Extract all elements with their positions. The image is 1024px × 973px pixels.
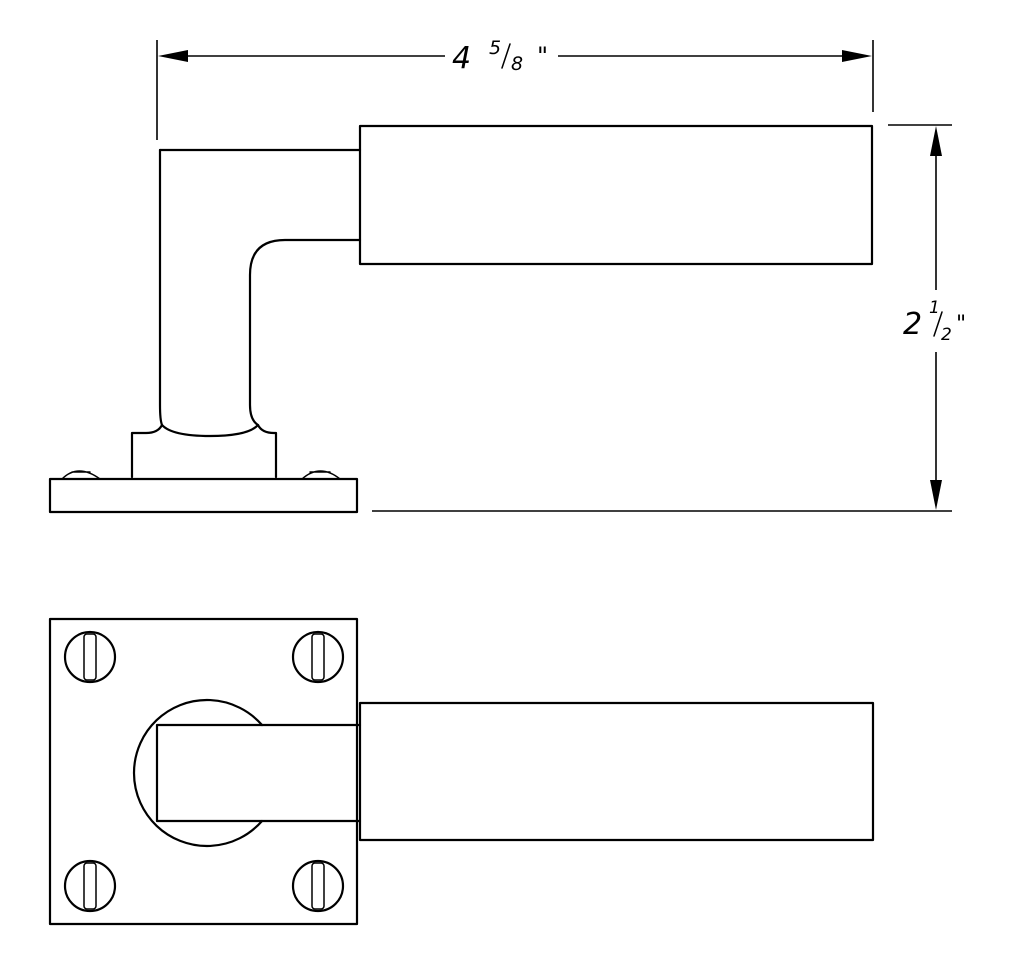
width-arrow-left bbox=[158, 50, 188, 62]
plan-view bbox=[48, 617, 875, 926]
height-arrow-bottom bbox=[930, 480, 942, 510]
side-elevation-view bbox=[48, 124, 874, 514]
screw-bottom-left bbox=[63, 859, 117, 913]
height-label-whole: 2 bbox=[903, 307, 922, 342]
plan-neck bbox=[155, 723, 362, 823]
side-collar bbox=[130, 423, 278, 479]
screw-top-right bbox=[291, 630, 345, 684]
side-screw-right bbox=[301, 470, 341, 480]
side-base-plate bbox=[48, 477, 359, 514]
height-label-inch: " bbox=[956, 312, 966, 337]
screw-bottom-right bbox=[291, 859, 345, 913]
side-stem-inner bbox=[248, 238, 362, 427]
width-label-denominator: 8 bbox=[511, 53, 523, 75]
plan-round-collar bbox=[132, 698, 264, 848]
screw-top-left bbox=[63, 630, 117, 684]
side-lever-bar bbox=[358, 124, 874, 266]
height-dimension: 2 1 2 " bbox=[372, 124, 966, 512]
height-arrow-top bbox=[930, 126, 942, 156]
width-fraction-bar bbox=[501, 43, 511, 69]
plan-square-rose bbox=[48, 617, 359, 926]
height-fraction-bar bbox=[933, 311, 943, 337]
plan-lever-bar bbox=[358, 701, 875, 842]
width-label-numerator: 5 bbox=[489, 37, 501, 59]
height-label-denominator: 2 bbox=[941, 325, 952, 345]
side-stem-outer bbox=[158, 148, 164, 427]
side-screw-left bbox=[61, 470, 101, 480]
width-arrow-right bbox=[842, 50, 872, 62]
width-label-inch: " bbox=[537, 42, 548, 70]
width-label-whole: 4 bbox=[452, 41, 471, 76]
height-label-numerator: 1 bbox=[929, 298, 940, 318]
width-dimension: 4 5 8 " bbox=[156, 37, 874, 140]
